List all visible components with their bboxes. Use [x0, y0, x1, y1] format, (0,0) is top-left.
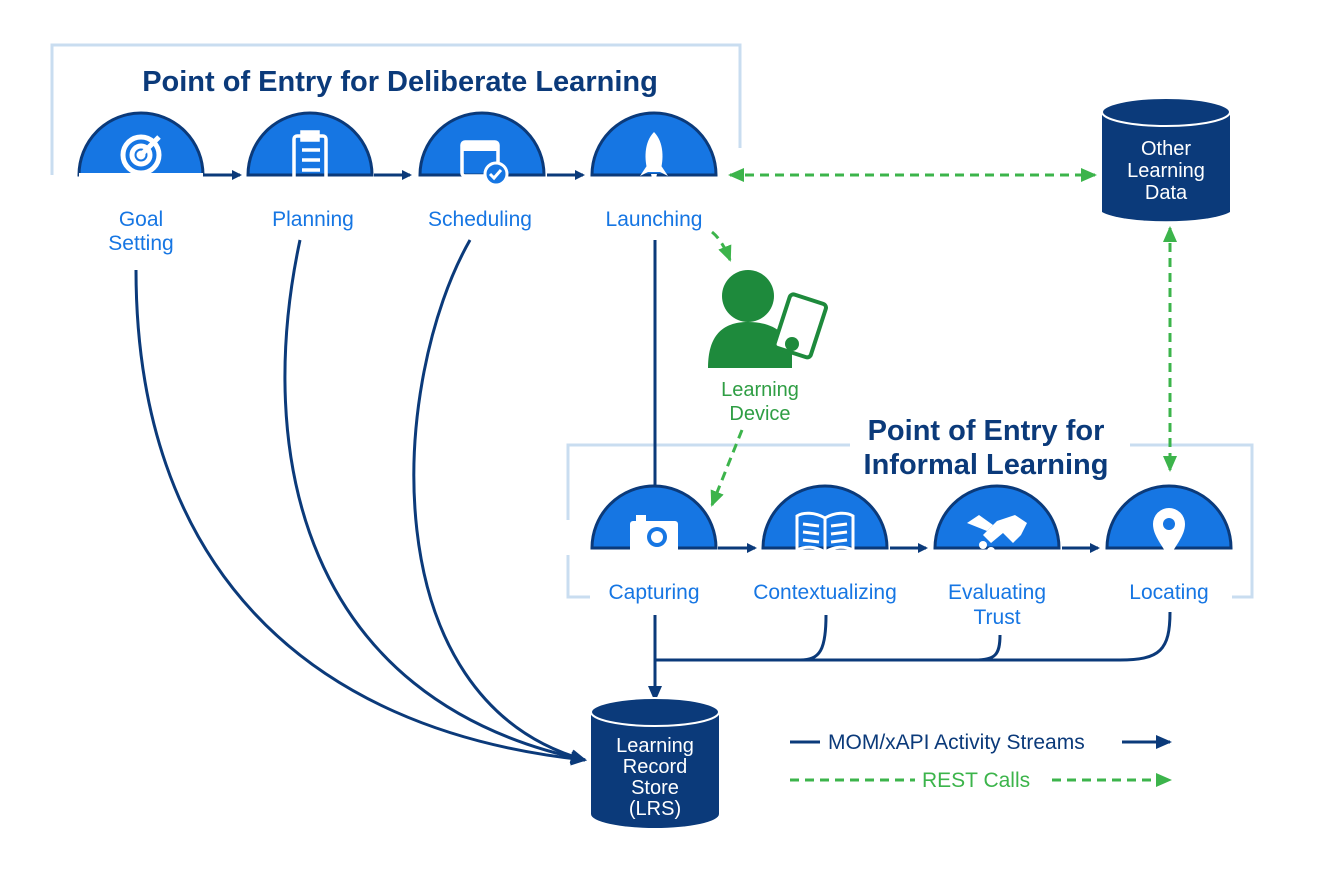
informal-title-line1: Point of Entry for [868, 415, 1105, 447]
lrs-line2: Record [623, 756, 687, 778]
informal-frame [566, 443, 1254, 599]
node-launching[interactable] [590, 111, 718, 186]
goal-label-2: Setting [108, 232, 173, 255]
node-scheduling[interactable] [418, 111, 546, 187]
rest-launching-device [711, 230, 732, 262]
flow-informal-merge [655, 611, 1172, 662]
book-icon [795, 511, 855, 555]
flow-planning-to-lrs [283, 239, 587, 764]
person-tablet-icon [708, 270, 828, 368]
scheduling-label: Scheduling [428, 208, 532, 231]
capturing-label: Capturing [608, 581, 699, 604]
evaluating-label-1: Evaluating [948, 581, 1046, 604]
other-learning-data-db[interactable] [1101, 97, 1231, 222]
node-goal-setting[interactable] [77, 111, 205, 177]
device-label-1: Learning [721, 379, 799, 401]
node-planning[interactable] [246, 111, 374, 184]
locating-label: Locating [1129, 581, 1208, 604]
deliberate-title: Point of Entry for Deliberate Learning [142, 66, 658, 98]
lrs-line4: (LRS) [629, 798, 681, 820]
other-data-line1: Other [1141, 138, 1191, 160]
deliberate-frame [50, 43, 742, 175]
informal-title-line2: Informal Learning [864, 449, 1109, 481]
handshake-icon [967, 515, 1027, 559]
rocket-icon [640, 132, 668, 186]
legend-rest-label: REST Calls [922, 769, 1030, 792]
target-icon [120, 134, 162, 176]
node-evaluating-trust[interactable] [933, 484, 1061, 559]
lrs-line3: Store [631, 777, 679, 799]
legend-activity-label: MOM/xAPI Activity Streams [828, 731, 1085, 754]
other-data-line3: Data [1145, 182, 1188, 204]
node-contextualizing[interactable] [761, 484, 889, 555]
flow-goal-to-lrs [134, 269, 587, 766]
goal-label-1: Goal [119, 208, 163, 231]
camera-icon [630, 515, 678, 553]
node-locating[interactable] [1105, 484, 1233, 558]
node-capturing[interactable] [590, 484, 718, 553]
evaluating-label-2: Trust [973, 606, 1020, 629]
calendar-check-icon [460, 140, 509, 187]
other-data-line2: Learning [1127, 160, 1205, 182]
legend: MOM/xAPI Activity Streams REST Calls [790, 731, 1172, 792]
rest-device-capturing [710, 429, 744, 507]
map-pin-icon [1153, 508, 1185, 558]
launching-label: Launching [606, 208, 703, 231]
flow-scheduling-to-lrs [412, 239, 587, 763]
lrs-db[interactable] [590, 697, 720, 828]
planning-label: Planning [272, 208, 354, 231]
lrs-line1: Learning [616, 735, 694, 757]
clipboard-icon [292, 130, 328, 184]
contextualizing-label: Contextualizing [753, 581, 897, 604]
device-label-2: Device [729, 403, 790, 425]
